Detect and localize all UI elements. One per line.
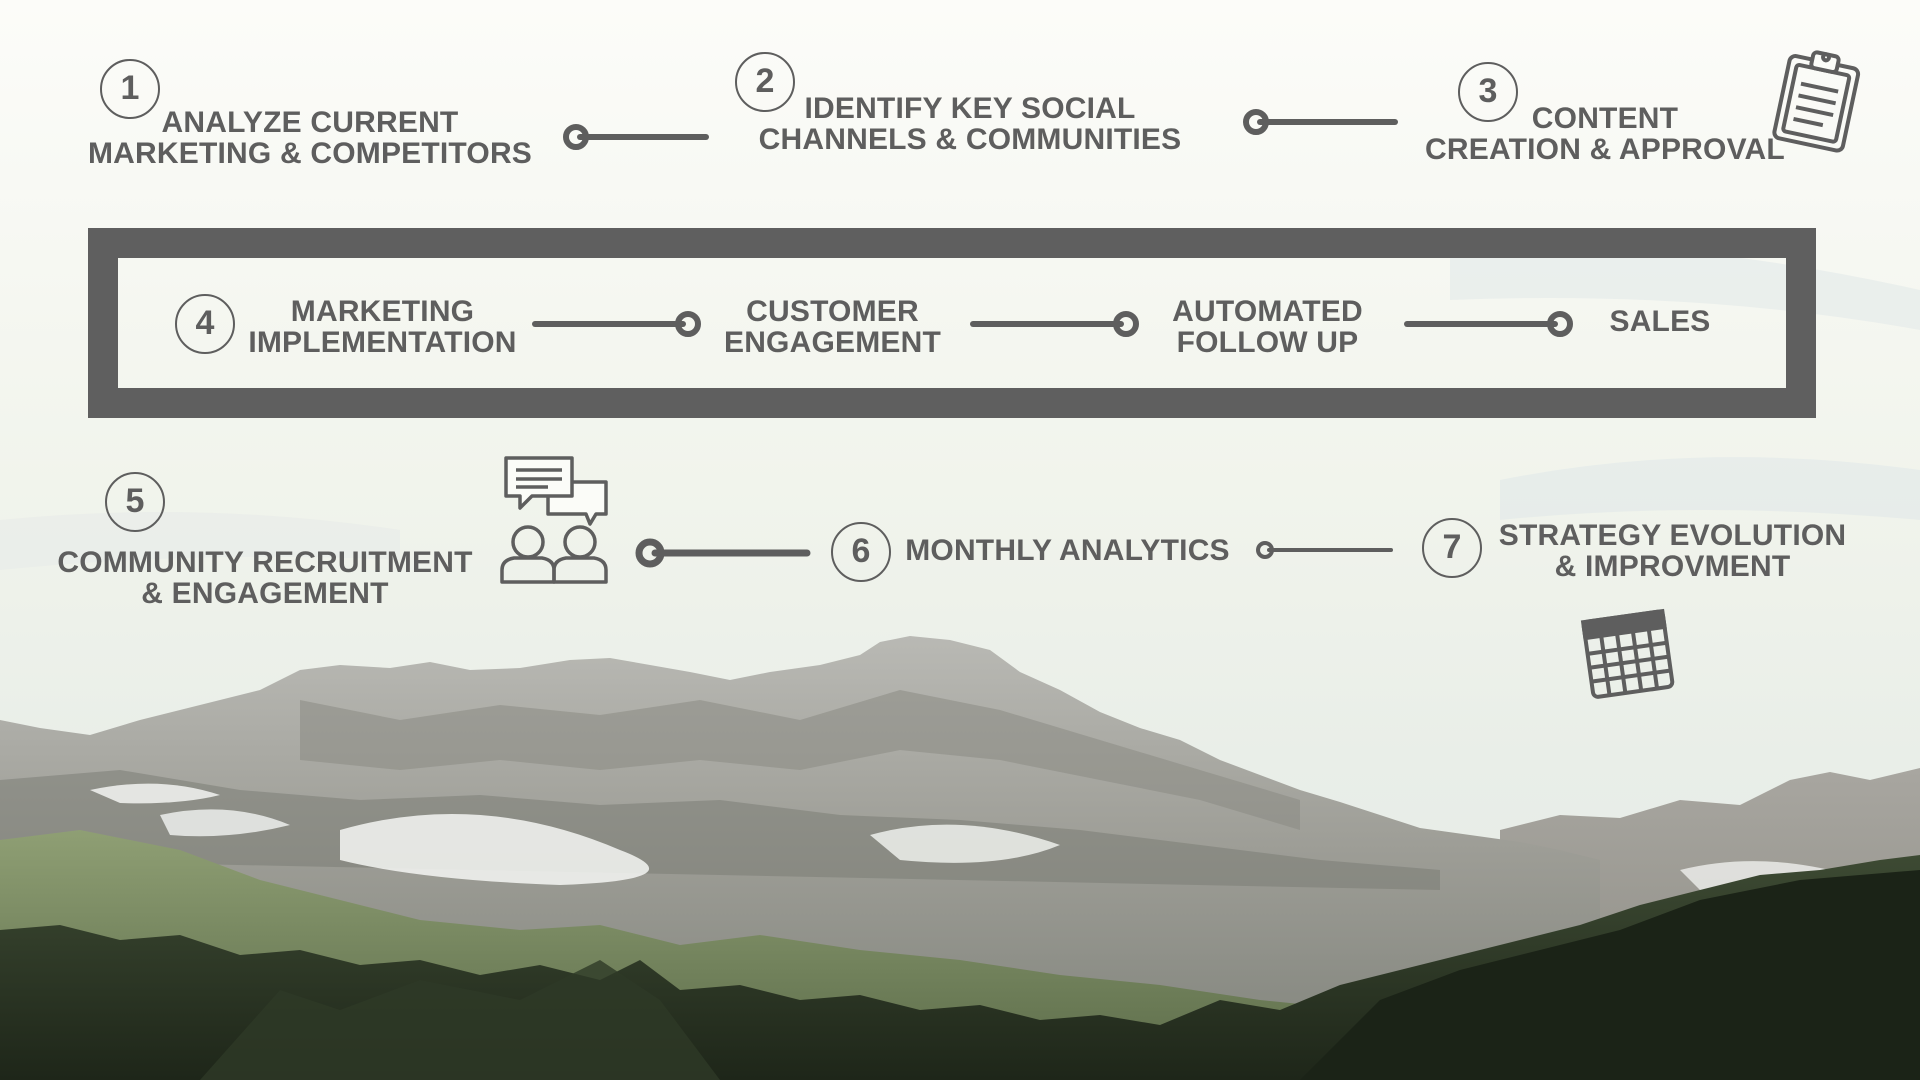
step-1-number: 1 (100, 59, 160, 119)
chat-people-icon (500, 456, 608, 584)
connector-6-7 (1256, 541, 1393, 559)
step-4-number: 4 (175, 294, 235, 354)
step-2-label: IDENTIFY KEY SOCIAL CHANNELS & COMMUNITI… (758, 92, 1182, 156)
connector-4-customer (532, 311, 701, 337)
connector-2-3 (1243, 109, 1398, 135)
step-5-label: COMMUNITY RECRUITMENT & ENGAGEMENT (57, 546, 473, 610)
calendar-icon (1580, 608, 1675, 699)
step-6-label: MONTHLY ANALYTICS (905, 534, 1230, 567)
implementation-frame (88, 228, 1816, 418)
clipboard-icon (1772, 50, 1861, 153)
connector-followup-sales (1404, 311, 1573, 337)
step-6-number: 6 (831, 522, 891, 582)
step-5-number: 5 (105, 472, 165, 532)
step-2-number: 2 (735, 52, 795, 112)
step-3-label: CONTENT CREATION & APPROVAL (1425, 102, 1785, 166)
connector-5-6 (635, 538, 811, 568)
step-7-label: STRATEGY EVOLUTION & IMPROVMENT (1498, 519, 1847, 583)
stage-automated-follow-up-label: AUTOMATED FOLLOW UP (1172, 295, 1363, 359)
step-4-label: MARKETING IMPLEMENTATION (248, 295, 517, 359)
stage-customer-engagement-label: CUSTOMER ENGAGEMENT (723, 295, 941, 359)
connector-1-2 (563, 124, 709, 150)
step-1-label: ANALYZE CURRENT MARKETING & COMPETITORS (87, 106, 533, 170)
step-7-number: 7 (1422, 518, 1482, 578)
step-3-number: 3 (1458, 62, 1518, 122)
stage-sales-label: SALES (1609, 305, 1711, 338)
connector-customer-followup (970, 311, 1139, 337)
